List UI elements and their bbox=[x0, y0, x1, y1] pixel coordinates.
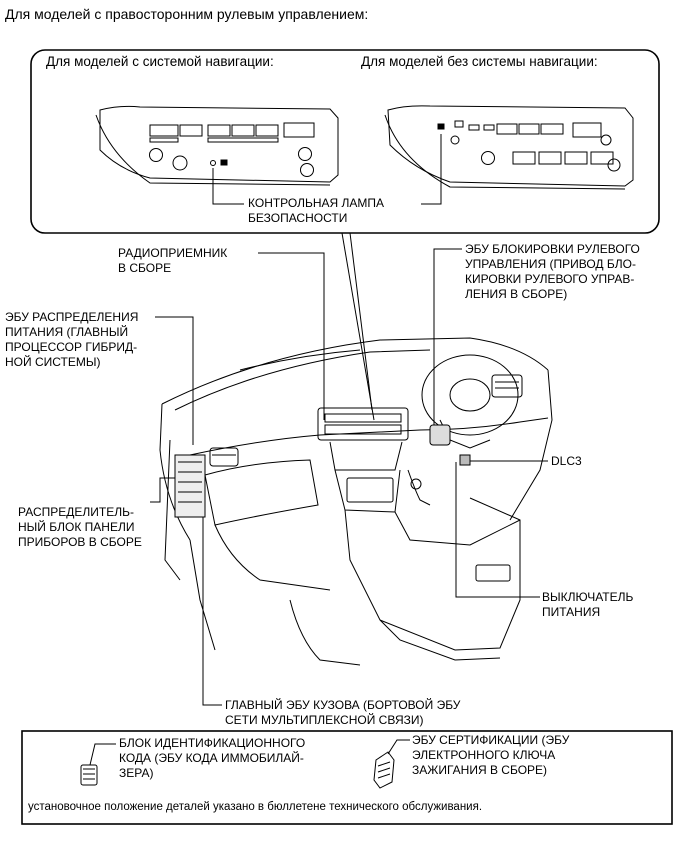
dlc3-label: DLC3 bbox=[551, 454, 582, 468]
lamp-leader-left bbox=[212, 168, 244, 205]
inset-to-car-leader-2 bbox=[349, 232, 373, 411]
inset-left-title: Для моделей с системой навигации: bbox=[46, 54, 274, 69]
immobilizer-label: БЛОК ИДЕНТИФИКАЦИОННОГО КОДА (ЭБУ КОДА И… bbox=[119, 736, 306, 780]
console-with-navigation bbox=[95, 105, 339, 186]
security-lamp-label: КОНТРОЛЬНАЯ ЛАМПА БЕЗОПАСНОСТИ bbox=[248, 196, 385, 225]
page-title: Для моделей с правосторонним рулевым упр… bbox=[5, 6, 369, 22]
lamp-leader-right bbox=[421, 134, 442, 205]
inset-frame bbox=[30, 49, 660, 234]
inset-to-car-leader-1 bbox=[341, 232, 375, 421]
footnote: установочное положение деталей указано в… bbox=[28, 801, 483, 813]
dashboard-illustration bbox=[159, 337, 553, 666]
junction-leader bbox=[150, 477, 182, 503]
certification-ecu-icon bbox=[373, 751, 395, 789]
inset-right-title: Для моделей без системы навигации: bbox=[361, 54, 598, 69]
console-without-navigation bbox=[384, 105, 634, 190]
power-distribution-ecu-label: ЭБУ РАСПРЕДЕЛЕНИЯ ПИТАНИЯ (ГЛАВНЫЙ ПРОЦЕ… bbox=[5, 310, 139, 369]
certification-ecu-label: ЭБУ СЕРТИФИКАЦИИ (ЭБУ ЭЛЕКТРОННОГО КЛЮЧА… bbox=[412, 733, 570, 777]
power-switch-label: ВЫКЛЮЧАТЕЛЬ ПИТАНИЯ bbox=[542, 590, 634, 619]
legend-frame bbox=[21, 730, 673, 825]
junction-block-label: РАСПРЕДЕЛИТЕЛЬ- НЫЙ БЛОК ПАНЕЛИ ПРИБОРОВ… bbox=[18, 505, 142, 549]
power-dist-leader bbox=[155, 316, 194, 445]
radio-receiver-label: РАДИОПРИЕМНИК В СБОРЕ bbox=[118, 246, 228, 275]
immobilizer-leader bbox=[89, 743, 116, 766]
power-switch-leader bbox=[455, 462, 540, 598]
main-body-leader bbox=[202, 470, 222, 706]
certification-leader bbox=[387, 739, 410, 755]
main-body-ecu-label: ГЛАВНЫЙ ЭБУ КУЗОВА (БОРТОВОЙ ЭБУ СЕТИ МУ… bbox=[225, 698, 461, 727]
radio-leader bbox=[258, 252, 325, 420]
immobilizer-unit-icon bbox=[80, 764, 98, 786]
steering-lock-ecu-label: ЭБУ БЛОКИРОВКИ РУЛЕВОГО УПРАВЛЕНИЯ (ПРИВ… bbox=[465, 242, 640, 301]
